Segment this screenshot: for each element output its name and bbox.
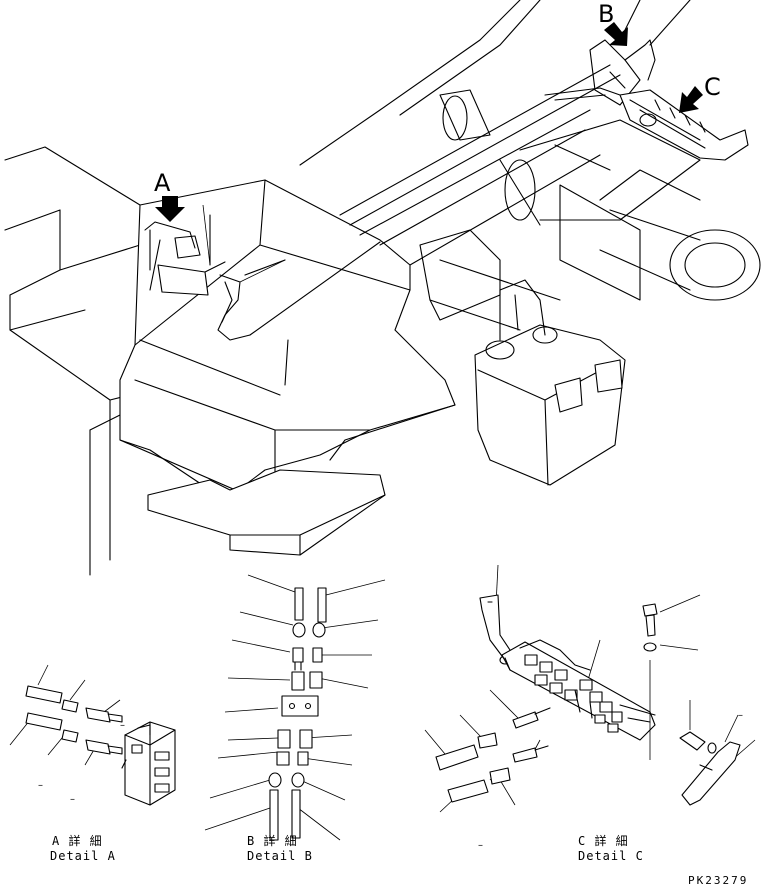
ref-mark: –	[478, 840, 483, 851]
ref-mark: –	[738, 710, 743, 721]
callout-c: C	[704, 73, 721, 101]
detail-a-title-en: Detail A	[50, 849, 116, 863]
detail-b-title-jp: B 詳 細	[247, 833, 298, 848]
detail-c-title-jp: C 詳 細	[578, 833, 629, 848]
ref-mark: –	[38, 780, 43, 791]
callout-b: B	[598, 0, 614, 28]
drawing-code: PK23279	[688, 874, 748, 887]
detail-b-title-en: Detail B	[247, 849, 313, 863]
arrow-a-icon	[155, 196, 185, 222]
arrow-c-icon	[679, 86, 703, 113]
arrow-b-icon	[604, 22, 628, 46]
callout-a: A	[154, 169, 171, 197]
harness-detail-bc-location	[544, 39, 749, 161]
detail-b: B 詳 細 Detail B	[204, 574, 386, 863]
detail-c: – – C 詳 細 Detail C	[424, 564, 756, 863]
machine-body	[4, 0, 761, 576]
harness-detail-a-location	[144, 214, 381, 341]
detail-a: – – – A 詳 細 Detail A	[9, 664, 176, 863]
detail-a-title-jp: A 詳 細	[52, 833, 103, 848]
ref-mark: –	[120, 720, 125, 731]
detail-c-title-en: Detail C	[578, 849, 644, 863]
ref-mark: –	[70, 794, 75, 805]
